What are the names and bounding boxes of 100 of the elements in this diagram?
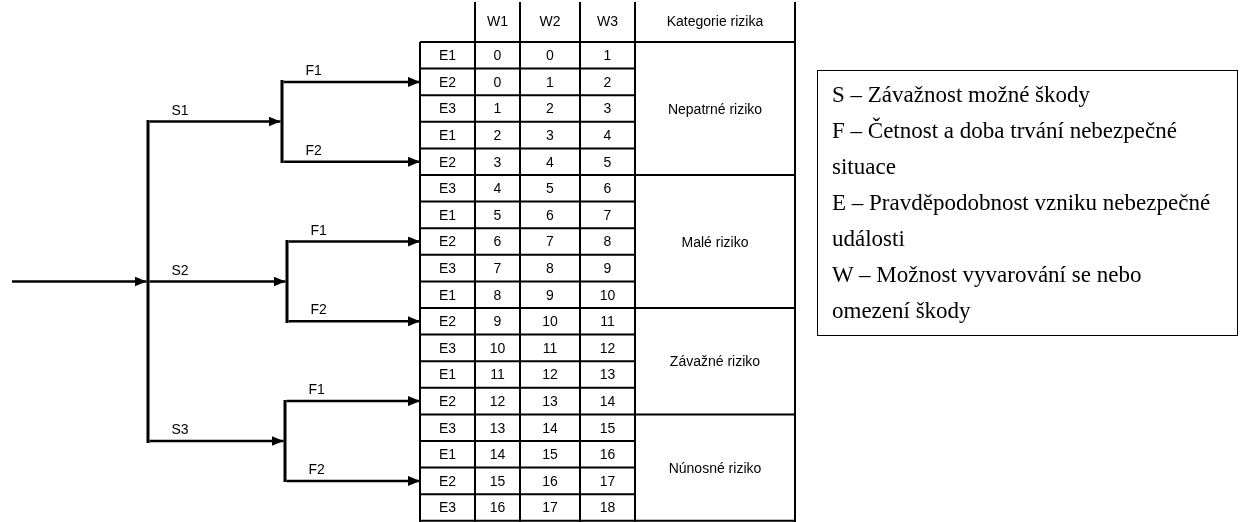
table-cell: 11	[600, 313, 615, 330]
table-cell: 13	[542, 393, 558, 410]
edge-label: S3	[171, 421, 189, 437]
table-cell: 3	[493, 153, 502, 170]
column-header: W2	[539, 13, 561, 29]
arrow	[283, 156, 420, 167]
table-cell: E1	[438, 47, 457, 64]
table-cell: E1	[438, 206, 457, 223]
table-cell: 13	[599, 366, 616, 383]
branch-bar	[146, 120, 150, 443]
table-cell: 8	[603, 233, 612, 250]
table-cell: 1	[493, 100, 502, 117]
table-cell: 14	[599, 393, 616, 410]
table-cell: 16	[489, 499, 506, 516]
table-cell: 8	[546, 260, 554, 277]
branch-bar	[285, 240, 289, 323]
table-cell: 6	[546, 206, 554, 223]
edge-label: F1	[310, 221, 327, 238]
legend-text: E – Pravděpodobnost vzniku nebezpečné události	[832, 189, 1212, 253]
table-cell: E2	[438, 472, 457, 489]
table-cell: 9	[603, 260, 612, 277]
table-cell: 5	[493, 206, 502, 223]
table-cell: E2	[438, 153, 457, 170]
table-cell: 4	[603, 127, 612, 144]
table-cell: 4	[546, 153, 554, 170]
table-cell: 10	[599, 286, 616, 303]
edge-label: S1	[171, 101, 189, 118]
table-cell: 16	[599, 446, 616, 463]
table-cell: E3	[438, 339, 457, 356]
arrow	[286, 396, 420, 407]
column-header: W3	[597, 13, 618, 29]
table-cell: 17	[599, 472, 616, 489]
table-cell: 15	[489, 472, 506, 489]
table-cell: 4	[493, 180, 502, 197]
branch-bar	[283, 400, 287, 482]
table-cell: 18	[599, 499, 616, 516]
table-cell: 2	[493, 127, 502, 144]
table-cell: 15	[542, 446, 558, 463]
arrow	[149, 436, 284, 446]
edge-label: S2	[171, 261, 189, 278]
arrow	[288, 316, 420, 327]
table-cell: E2	[438, 73, 457, 90]
legend-text: W – Možnost vyvarování se nebo omezení škody	[832, 261, 1143, 325]
table-cell: 17	[542, 499, 558, 516]
arrow	[286, 475, 420, 486]
table-cell: E3	[438, 419, 457, 436]
table-cell: E2	[438, 233, 457, 250]
table-cell: 6	[603, 180, 612, 197]
table-cell: 1	[546, 73, 554, 90]
table-cell: 0	[546, 47, 554, 64]
legend-box	[817, 70, 1238, 336]
table-cell: Malé riziko	[681, 233, 749, 250]
edge-label: F1	[308, 381, 325, 398]
table-cell: 14	[489, 446, 506, 463]
table-cell: 3	[603, 100, 612, 117]
arrow	[288, 236, 420, 247]
table-cell: 7	[603, 206, 612, 223]
arrow	[149, 276, 286, 287]
table-cell: E1	[438, 127, 457, 144]
table-cell: E1	[438, 286, 457, 303]
table-cell: E3	[438, 100, 457, 117]
edge-label: F1	[305, 61, 322, 78]
table-cell: 5	[603, 153, 612, 170]
column-header: W1	[487, 13, 508, 29]
table-cell: 0	[493, 73, 502, 90]
table-cell: Nepatrné riziko	[667, 100, 763, 117]
table-cell: 13	[489, 419, 506, 436]
legend-text: S – Závažnost možné škody	[832, 81, 1092, 109]
table-cell: 2	[546, 100, 554, 117]
table-cell: 8	[493, 286, 502, 303]
table-cell: 6	[493, 233, 502, 250]
table-cell: 7	[493, 260, 502, 277]
table-cell: 12	[542, 366, 558, 383]
table-cell: E2	[438, 313, 457, 330]
table-cell: 5	[546, 180, 554, 197]
edge-label: F2	[305, 141, 322, 158]
table-cell: 12	[489, 393, 506, 410]
table-cell: 10	[489, 339, 506, 356]
table-cell: 2	[603, 73, 612, 90]
table-cell: 11	[542, 339, 558, 356]
table-cell: E1	[438, 446, 457, 463]
table-cell: 11	[490, 366, 505, 383]
arrow	[149, 116, 281, 127]
table-cell: Závažné riziko	[669, 353, 761, 370]
table-cell: 9	[546, 286, 554, 303]
column-header: Kategorie rizika	[666, 13, 764, 29]
branch-bar	[280, 80, 284, 163]
table-cell: 16	[542, 472, 558, 489]
table-cell: E2	[438, 393, 457, 410]
table-cell: E1	[438, 366, 457, 383]
table-cell: 3	[546, 127, 554, 144]
table-cell: 15	[599, 419, 616, 436]
table-cell: 0	[493, 47, 502, 64]
legend-text: F – Četnost a doba trvání nebezpečné situace	[832, 116, 1178, 181]
arrow	[283, 76, 420, 87]
table-cell: 7	[546, 233, 554, 250]
arrow	[12, 276, 147, 287]
table-cell: 14	[542, 419, 558, 436]
table-cell: 9	[493, 313, 502, 330]
table-cell: E3	[438, 180, 457, 197]
